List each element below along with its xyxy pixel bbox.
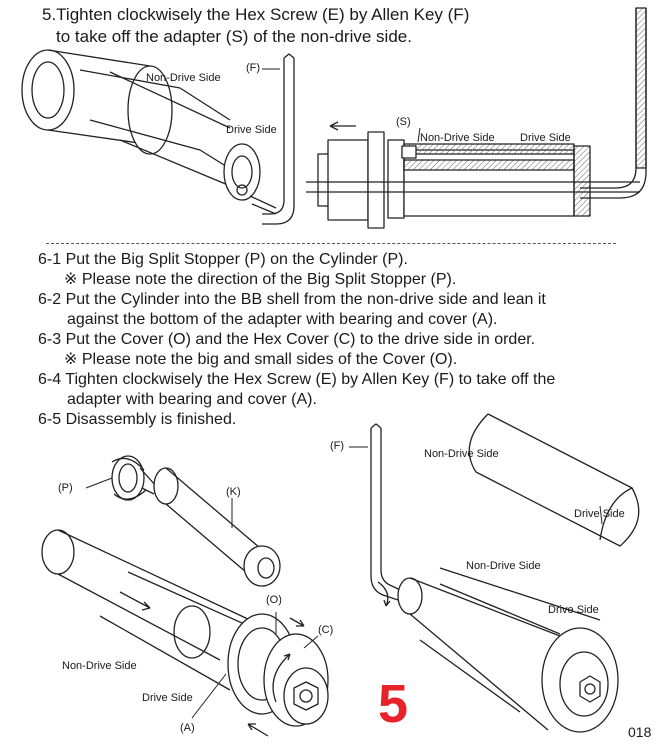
bottom-right-f-label: (F) [330,440,345,452]
step-6-4-continued: adapter with bearing and cover (A). [67,391,317,408]
bottom-right-drive-top-label: Drive Side [574,508,625,520]
bottom-right-assembly-figure [397,505,619,733]
bottom-left-drive-label: Drive Side [142,692,193,704]
top-right-shell-figure [306,7,647,229]
step-6-5: 6-5 Disassembly is finished. [38,411,237,428]
bottom-right-non-drive-mid-label: Non-Drive Side [466,560,541,572]
top-adapter-label: (S) [396,116,411,128]
label-k: (K) [226,486,241,498]
step-6-2-continued: against the bottom of the adapter with b… [67,311,498,328]
step5-line1: 5.Tighten clockwisely the Hex Screw (E) … [42,5,470,24]
step-6-1: 6-1 Put the Big Split Stopper (P) on the… [38,251,408,268]
top-left-non-drive-label: Non-Drive Side [146,72,221,84]
step-number-badge: 5 [378,674,409,734]
bottom-left-non-drive-label: Non-Drive Side [62,660,137,672]
step-6-2: 6-2 Put the Cylinder into the BB shell f… [38,291,546,308]
section-divider [46,243,616,244]
label-p: (P) [58,482,73,494]
open-shell-figure [468,413,640,547]
step-6-3: 6-3 Put the Cover (O) and the Hex Cover … [38,331,536,348]
page-number: 018 [628,724,652,740]
split-stopper-figure [85,455,157,501]
top-right-non-drive-label: Non-Drive Side [420,132,495,144]
top-allen-key-label: (F) [246,62,261,74]
step6-instructions: 6-1 Put the Big Split Stopper (P) on the… [38,250,638,430]
label-o: (O) [266,594,282,606]
step-6-3-note: ※ Please note the big and small sides of… [64,351,458,368]
step5-line2: to take off the adapter (S) of the non-d… [56,27,412,46]
top-left-drive-label: Drive Side [226,124,277,136]
bottom-right-non-drive-top-label: Non-Drive Side [424,448,499,460]
step5-instruction: 5.Tighten clockwisely the Hex Screw (E) … [42,4,469,48]
cylinder-k-figure [153,467,281,587]
step-6-1-note: ※ Please note the direction of the Big S… [64,271,457,288]
top-left-tool-figure [21,49,295,225]
step-6-4: 6-4 Tighten clockwisely the Hex Screw (E… [38,371,556,388]
bottom-right-key-figure [349,423,401,607]
top-right-drive-label: Drive Side [520,132,571,144]
label-c: (C) [318,624,334,636]
bottom-right-drive-mid-label: Drive Side [548,604,599,616]
assembly-figure [41,529,329,737]
label-a: (A) [180,722,195,734]
